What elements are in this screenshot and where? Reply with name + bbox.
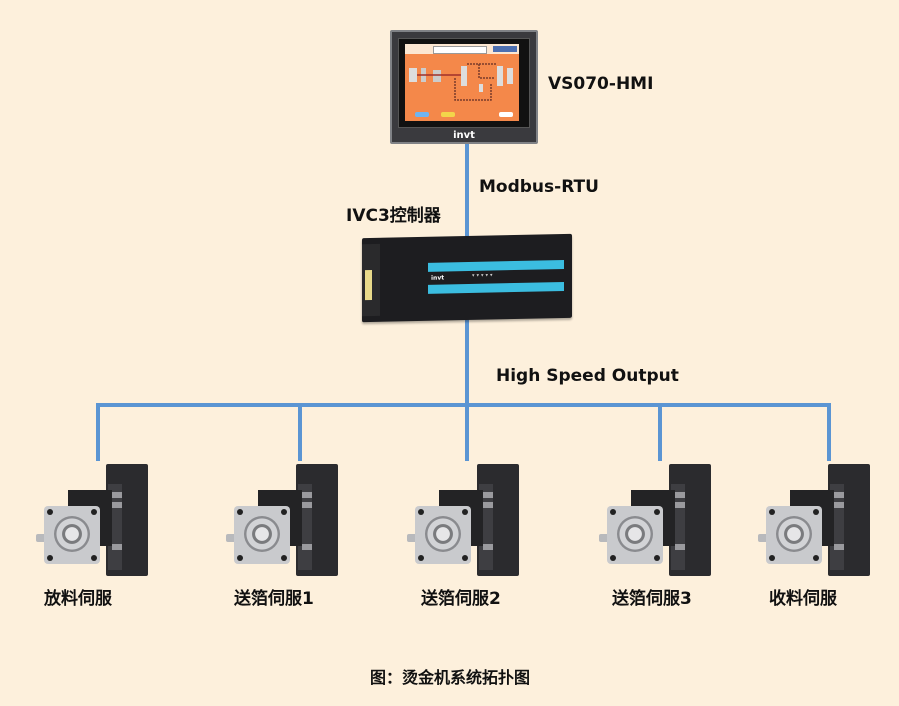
link-controller-bus — [465, 318, 469, 406]
controller-label: IVC3控制器 — [346, 206, 441, 226]
drop-line-2 — [298, 403, 302, 461]
controller-brand-logo: invt — [431, 274, 445, 282]
servo-unit-5 — [758, 464, 876, 582]
hmi-screen — [405, 44, 519, 121]
drop-line-1 — [96, 403, 100, 461]
servo-drive — [477, 464, 519, 576]
servo-drive — [106, 464, 148, 576]
servo-motor-flange — [415, 506, 471, 564]
hmi-process-graphic — [409, 63, 513, 101]
servo-label-1: 放料伺服 — [44, 589, 112, 609]
link-label-high-speed-output: High Speed Output — [496, 366, 679, 386]
drop-line-5 — [827, 403, 831, 461]
hmi-bezel — [398, 38, 530, 128]
servo-unit-1 — [36, 464, 154, 582]
link-label-modbus: Modbus-RTU — [479, 177, 599, 197]
servo-drive — [296, 464, 338, 576]
servo-label-4: 送箔伺服3 — [612, 589, 692, 609]
servo-motor-flange — [44, 506, 100, 564]
hmi-screen-button-1 — [415, 112, 429, 117]
servo-label-3: 送箔伺服2 — [421, 589, 501, 609]
controller-device: invt ▾▾▾▾▾ — [362, 233, 572, 323]
servo-label-2: 送箔伺服1 — [234, 589, 314, 609]
servo-unit-2 — [226, 464, 344, 582]
hmi-device: invt — [390, 30, 538, 144]
controller-led-strip-top — [428, 259, 564, 272]
servo-motor-flange — [607, 506, 663, 564]
servo-unit-4 — [599, 464, 717, 582]
hmi-screen-button-2 — [441, 112, 455, 117]
link-hmi-controller — [465, 144, 469, 238]
servo-drive — [828, 464, 870, 576]
drop-line-3 — [465, 403, 469, 461]
servo-unit-3 — [407, 464, 525, 582]
figure-caption: 图：烫金机系统拓扑图 — [370, 668, 531, 687]
servo-motor-flange — [766, 506, 822, 564]
drop-line-4 — [658, 403, 662, 461]
controller-status-leds: ▾▾▾▾▾ — [472, 272, 495, 279]
hmi-brand-logo: invt — [453, 130, 475, 141]
servo-drive — [669, 464, 711, 576]
servo-motor-flange — [234, 506, 290, 564]
bus-line — [96, 403, 831, 407]
hmi-label: VS070-HMI — [548, 74, 654, 94]
servo-label-5: 收料伺服 — [769, 589, 837, 609]
controller-led-strip-bottom — [428, 281, 564, 294]
hmi-screen-button-3 — [499, 112, 513, 117]
